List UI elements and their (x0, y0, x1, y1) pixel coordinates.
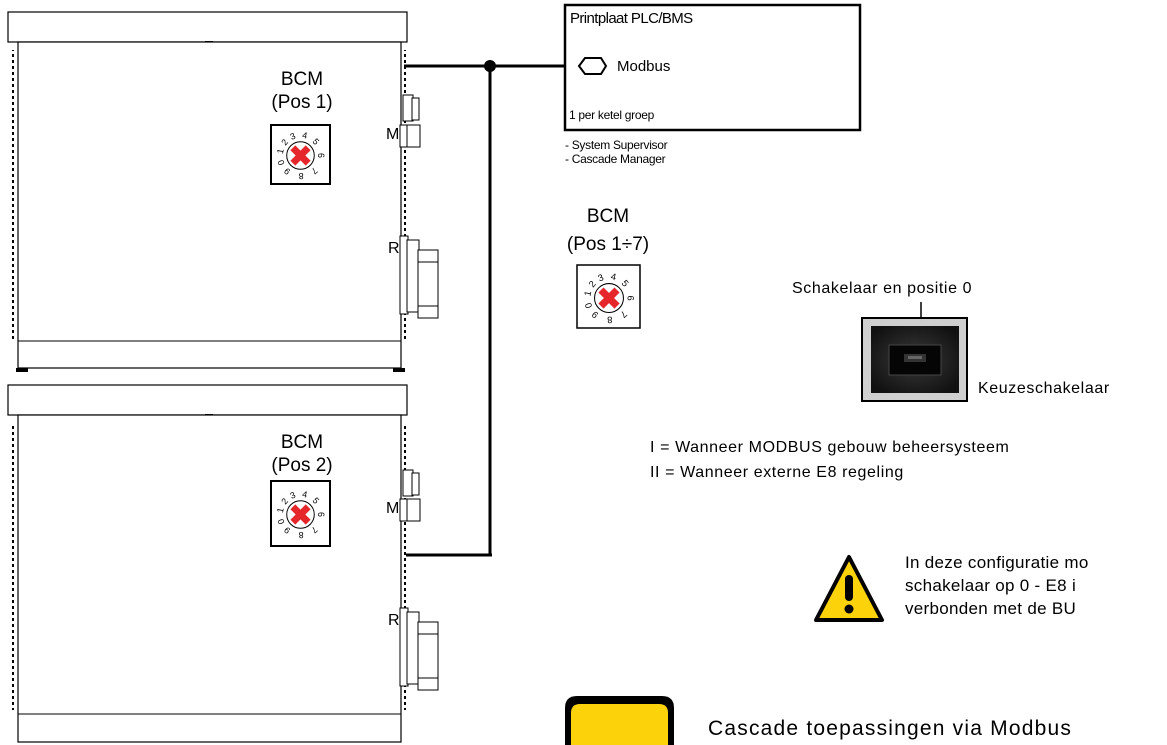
switch-caption: Schakelaar en positie 0 (792, 281, 972, 297)
dial-digit-3: 3 (289, 131, 297, 142)
dial-digit-5: 5 (620, 278, 631, 289)
bcm-pos-2: (Pos 2) (242, 456, 362, 475)
bcm-pos-1: (Pos 1) (242, 93, 362, 112)
dial-digit-5: 5 (310, 136, 321, 146)
dial-digit-0: 0 (276, 517, 287, 525)
port-r-label-1: R (388, 241, 400, 257)
footer-note-icon (565, 696, 674, 745)
dial-digit-7: 7 (309, 524, 319, 535)
dial-digit-1: 1 (275, 148, 286, 155)
dial-digit-8: 8 (298, 171, 303, 181)
dial-digit-4: 4 (610, 271, 617, 282)
selector-switch-image (862, 302, 967, 401)
warning-text: In deze configuratie mo schakelaar op 0 … (905, 551, 1089, 620)
bcm-title-1: BCM (242, 70, 362, 89)
dial-digit-3: 3 (597, 272, 606, 283)
plc-note: 1 per ketel groep (569, 109, 654, 121)
dial-digit-6: 6 (316, 512, 326, 517)
plc-title: Printplaat PLC/BMS (570, 11, 693, 26)
dial-digit-7: 7 (618, 309, 629, 320)
warning-line-3: verbonden met de BU (905, 597, 1089, 620)
modbus-port-icon (579, 58, 606, 74)
dial-digit-2: 2 (279, 496, 290, 506)
dial-digit-5: 5 (310, 495, 321, 505)
boiler-1-body (18, 42, 401, 368)
switch-label: Keuzeschakelaar (978, 381, 1110, 397)
legend-line-2: II = Wanneer externe E8 regeling (650, 465, 904, 481)
plc-modbus-label: Modbus (617, 59, 670, 74)
footer-text: Cascade toepassingen via Modbus (708, 718, 1072, 739)
boiler-2-lid (8, 385, 407, 415)
dial-digit-8: 8 (607, 315, 613, 325)
bcm-generic-title: BCM (548, 207, 668, 226)
boiler-1 (8, 12, 438, 372)
warning-line-1: In deze configuratie mo (905, 551, 1089, 574)
dial-digit-0: 0 (583, 301, 594, 309)
plc-role-supervisor: - System Supervisor (565, 139, 667, 151)
bus-junction-dot (484, 60, 496, 72)
dial-digit-6: 6 (316, 153, 326, 158)
dial-digit-0: 0 (276, 158, 287, 166)
dial-digit-9: 9 (590, 309, 600, 320)
dial-digit-7: 7 (309, 165, 319, 176)
dial-digit-2: 2 (587, 279, 598, 289)
plc-role-cascade-manager: - Cascade Manager (565, 153, 665, 165)
warning-line-2: schakelaar op 0 - E8 i (905, 574, 1089, 597)
dial-digit-2: 2 (279, 137, 290, 147)
dial-digit-8: 8 (298, 530, 303, 540)
port-m-label-1: M (386, 127, 399, 143)
dial-digit-1: 1 (582, 290, 593, 297)
dial-digit-9: 9 (282, 525, 292, 536)
port-r-label-2: R (388, 613, 400, 629)
bcm-generic-pos: (Pos 1÷7) (548, 235, 668, 254)
dial-digit-9: 9 (282, 166, 292, 177)
legend-line-1: I = Wanneer MODBUS gebouw beheersysteem (650, 440, 1009, 456)
boiler-1-lid (8, 12, 407, 42)
dial-digit-4: 4 (301, 489, 308, 500)
boiler-2 (8, 385, 438, 742)
warning-icon (816, 557, 882, 620)
port-m-label-2: M (386, 501, 399, 517)
dial-digit-1: 1 (275, 507, 286, 514)
dial-digit-4: 4 (301, 130, 308, 141)
dial-digit-3: 3 (289, 490, 297, 501)
bcm-title-2: BCM (242, 433, 362, 452)
dial-digit-6: 6 (626, 295, 636, 300)
